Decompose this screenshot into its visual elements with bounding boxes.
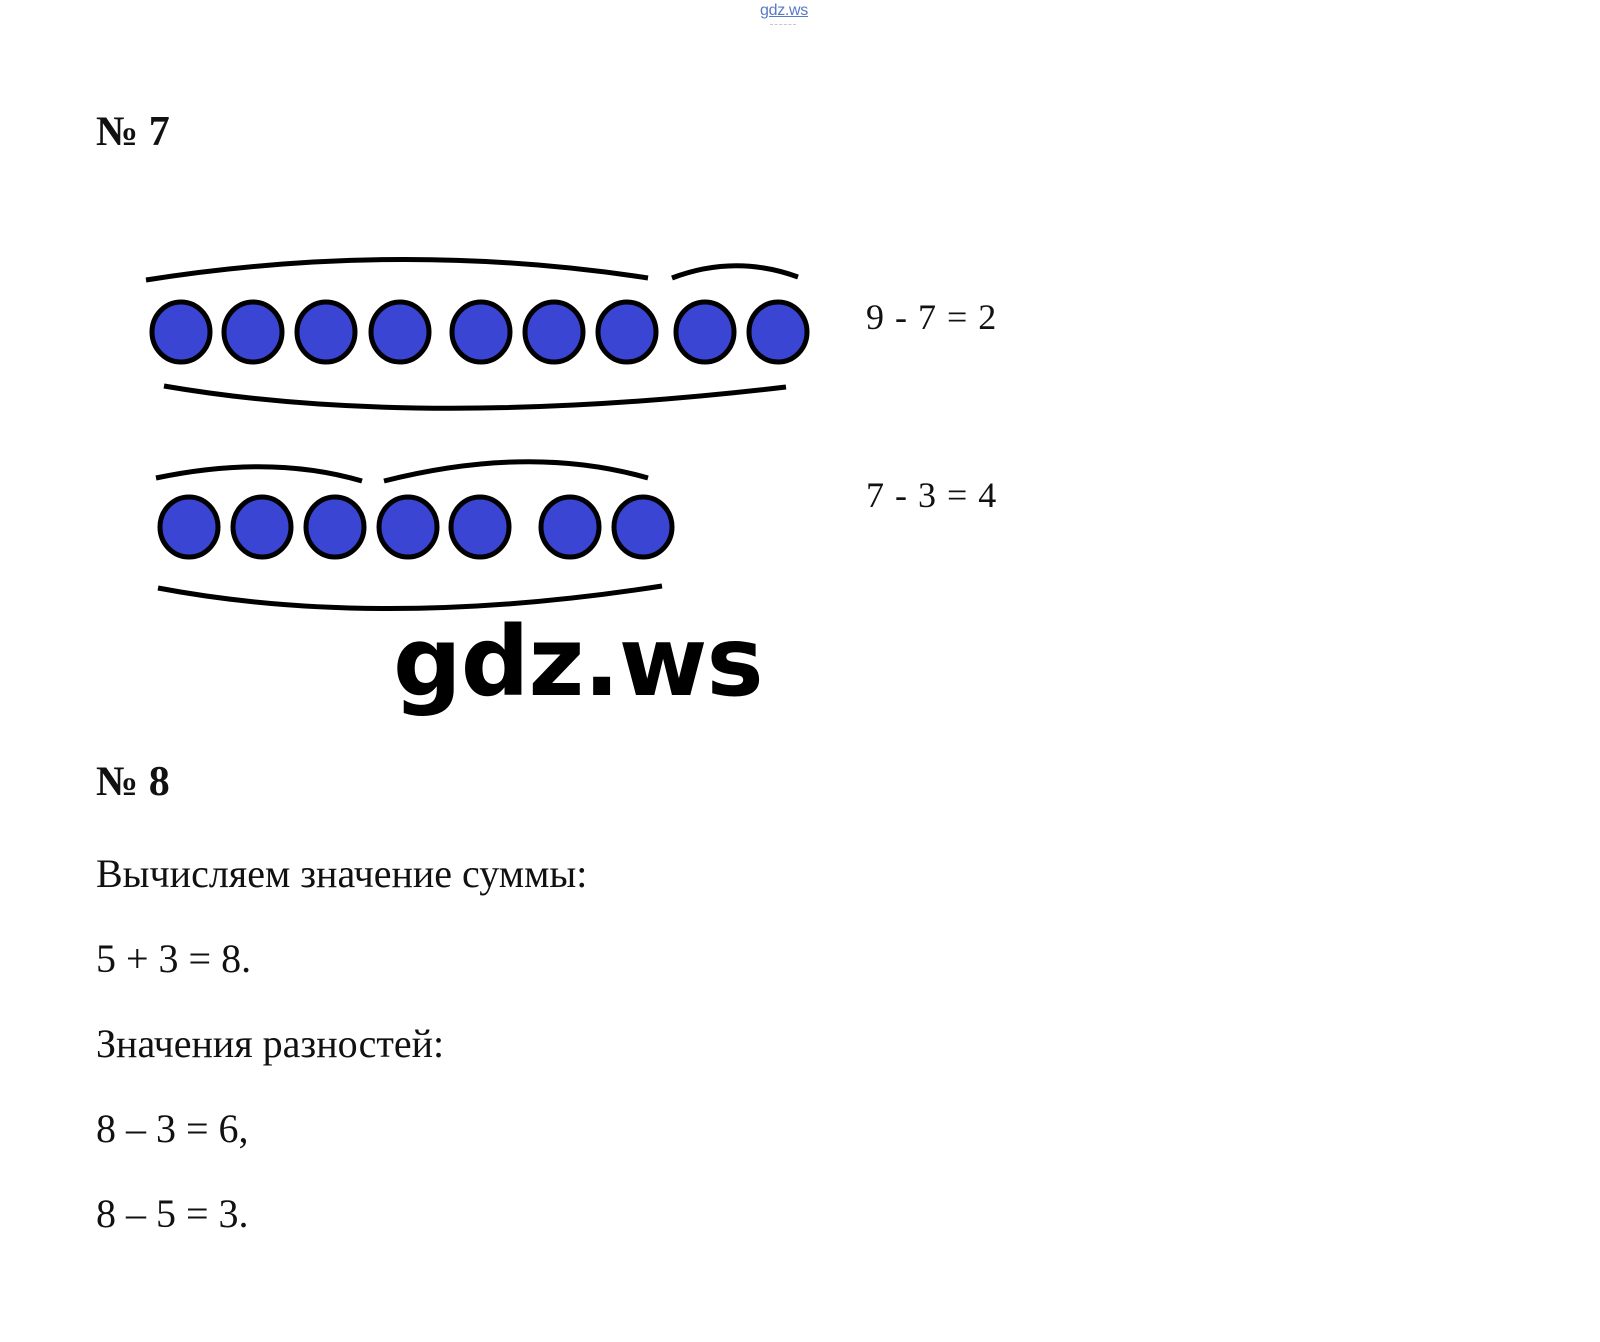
bead-row-1	[149, 299, 810, 365]
bead	[673, 299, 737, 365]
task-8-line-3: Значения разностей:	[96, 1021, 445, 1066]
site-mark-link[interactable]: gdz.ws	[760, 2, 808, 19]
bead	[376, 494, 440, 560]
bracket-bottom-7	[157, 583, 663, 612]
bead-row-2	[157, 494, 675, 560]
bead	[230, 494, 294, 560]
bead	[449, 299, 513, 365]
equation-row-1: 9 - 7 = 2	[866, 297, 998, 337]
bead	[611, 494, 675, 560]
bead	[157, 494, 221, 560]
task-7-number: № 7	[96, 109, 170, 155]
task-8-line-2: 5 + 3 = 8.	[96, 936, 252, 981]
bead	[595, 299, 659, 365]
bead	[368, 299, 432, 365]
bead	[746, 299, 810, 365]
bead-diagram	[145, 256, 810, 612]
bracket-top-2	[671, 263, 799, 281]
bead	[149, 299, 213, 365]
bracket-bottom-9	[163, 383, 787, 411]
equation-row-2: 7 - 3 = 4	[866, 475, 998, 515]
bracket-top-3	[155, 464, 363, 484]
bracket-top-4	[383, 459, 649, 484]
bead	[221, 299, 285, 365]
task-8-line-5: 8 – 5 = 3.	[96, 1191, 249, 1236]
bead	[303, 494, 367, 560]
bead	[448, 494, 512, 560]
task-8-line-1: Вычисляем значение суммы:	[96, 851, 588, 896]
bead	[538, 494, 602, 560]
divider	[770, 24, 796, 25]
task-8-line-4: 8 – 3 = 6,	[96, 1106, 249, 1151]
bead	[294, 299, 358, 365]
task-8-number: № 8	[96, 759, 170, 805]
watermark: gdz.ws	[393, 606, 764, 718]
bead	[522, 299, 586, 365]
bracket-top-7	[145, 256, 649, 283]
